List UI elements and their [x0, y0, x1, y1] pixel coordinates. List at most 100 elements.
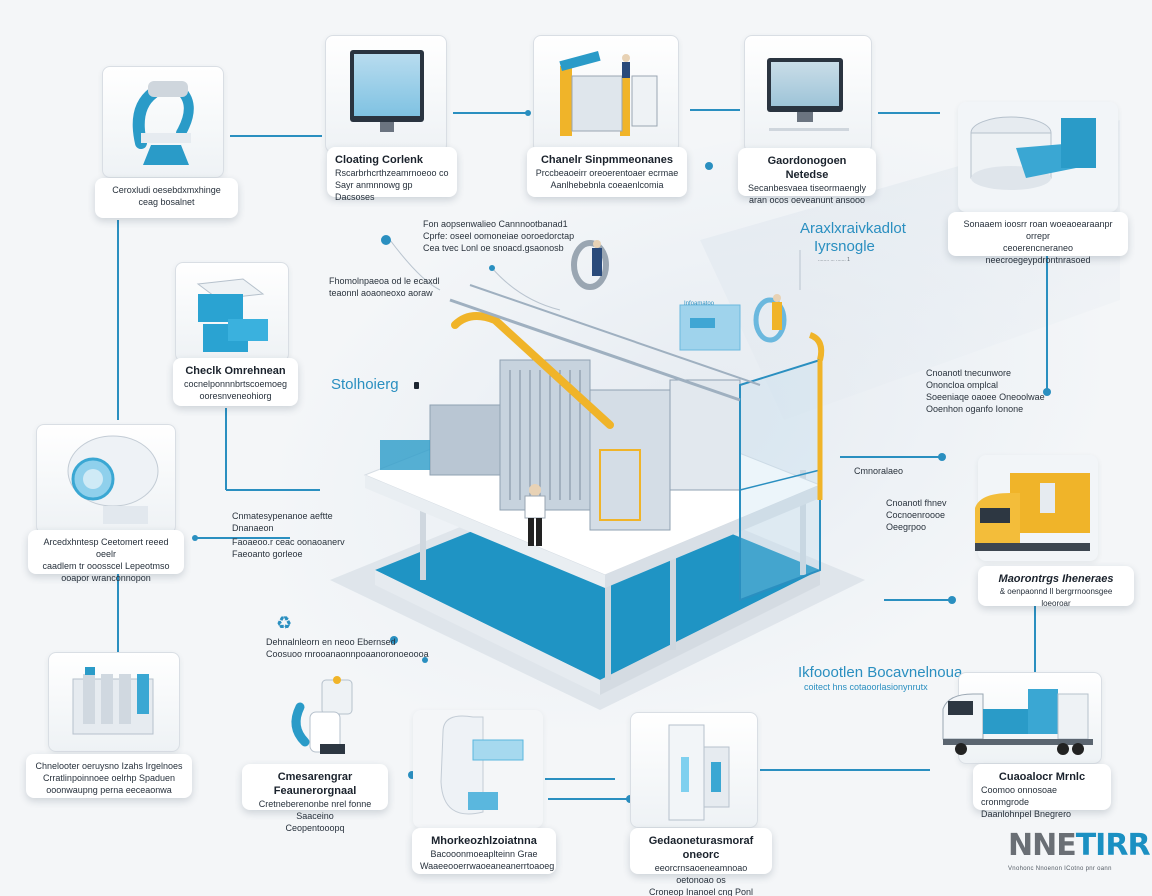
caption-title: Mhorkeozhlzoiatnna — [431, 835, 537, 847]
logo-subtitle: Vnohonc Nnoenon ICotno pnr oann — [1008, 866, 1112, 872]
annotation-line: Cnoanotl tnecunwore — [926, 368, 1012, 378]
annotation-line: Ononcloa omplcal — [926, 380, 999, 390]
annotation-left-center: Fhomolnpaeoa od le ecaxdl teaonnl aoaone… — [329, 275, 440, 299]
caption-title: Cuaoalocr Mrnlc — [998, 771, 1086, 783]
caption-line: ooonwaupng perna eeceaonwa — [46, 785, 172, 795]
caption-blue-truck: Cuaoalocr Mrnlc Coomoo onnosoae cronmgro… — [973, 764, 1111, 819]
factory-wall-right — [600, 570, 820, 695]
caption-line: Arcedxhntesp Ceetomert reeed oeelr — [43, 537, 169, 559]
caption-yellow-truck: Maorontrgs Iheneraes & oenpaonnd Il berg… — [978, 566, 1134, 608]
caption-line: Sonaaem ioosrr roan woeaoearaanpr orrepr — [963, 219, 1113, 241]
card-reactor-vessel[interactable] — [958, 102, 1118, 212]
card-blue-truck[interactable] — [942, 672, 1102, 764]
section-title-line: Iyrsnogle — [814, 238, 875, 255]
annotation-line: Cocnoenroooe — [886, 510, 946, 520]
caption-line: ooresnveneohiorg — [199, 391, 272, 401]
screen-label: Infoamatoo — [684, 301, 715, 307]
card-desktop-computer[interactable] — [744, 35, 872, 153]
annotation-line: Ooenhon oganfo Ionone — [926, 404, 1024, 414]
medical-scanner-icon — [440, 715, 524, 815]
section-title-top-right: Araxlxraivkadlot Iyrsnogle ........ ... … — [800, 220, 906, 264]
caption-robotic-scanner: Ceroxludi oesebdxmxhinge ceag bosalnet — [95, 178, 238, 218]
annotation-left-1: Cnmatesypenanoe aeftte Dnanaeon — [232, 510, 333, 534]
caption-line: Secanbesvaea tiseormaengly — [747, 183, 867, 193]
connector-dot — [192, 535, 198, 541]
caption-industrial-machine: Chanelr Sinpmmeonanes Prccbeaoeirr oreoe… — [527, 147, 687, 197]
caption-line: Coomoo onnosoae cronmgrode — [981, 785, 1058, 807]
card-medical-scanner[interactable] — [413, 710, 543, 828]
caption-document-stack: Checlk Omrehnean cocnelponnnbrtscoemoeg … — [173, 358, 298, 406]
caption-line: Daanlohnpel Bnegrero — [981, 809, 1072, 819]
annotation-right-3: Cnoanotl fhnev Cocnoenroooe Oeegrpoo — [886, 497, 947, 533]
logo-part-grey: NNE — [1008, 828, 1077, 863]
caption-line: Prccbeaoeirr oreoerentoaer ecrmae — [535, 168, 679, 178]
caption-line: Aanlhebebnla coeaenlcomia — [550, 180, 664, 190]
caption-desktop-computer: Gaordonogoen Netedse Secanbesvaea tiseor… — [738, 148, 876, 205]
section-title-line: Araxlxraivkadlot — [800, 220, 906, 237]
annotation-left-2: Faoaeoo.r ceac oonaoanerv Faeoanto gorle… — [232, 536, 345, 560]
robot-arm-icon — [291, 676, 353, 754]
caption-title: Cmesarengrar Feaunerorgnaal — [273, 771, 357, 797]
card-monitor-dashboard[interactable] — [325, 35, 447, 153]
section-title-line: Ikfoootlen Bocavnelnoua — [798, 664, 963, 681]
caption-capsule-device: Arcedxhntesp Ceetomert reeed oeelr caadl… — [28, 530, 184, 583]
robot-arm-figure — [280, 672, 370, 762]
overhead-rail — [449, 298, 741, 402]
capsule-device-icon — [67, 435, 159, 524]
caption-line: aran ocos oeveanunt ansooo — [748, 195, 866, 205]
ring-machine-top — [571, 240, 609, 290]
annotation-center-bottom: Dehnalnleorn en neoo Ebernsed Coosuoo rn… — [266, 636, 429, 660]
pillar — [800, 470, 806, 575]
annotation-line: Dnanaeon — [232, 523, 274, 533]
caption-line: Bacooonmoeaplteinn Grae — [430, 849, 538, 859]
central-factory-illustration — [330, 240, 865, 710]
yellow-truck-icon — [975, 473, 1090, 551]
overhead-rail — [469, 284, 761, 386]
robot-arm — [808, 332, 825, 361]
connector-dot — [525, 110, 531, 116]
annotation-line: Cnmatesypenanoe aeftte — [232, 511, 333, 521]
caption-monitor-dashboard: Cloating Corlenk Rscarbrhcrthzeamrnoeoo … — [327, 147, 457, 202]
caption-line: caadlem tr ooosscel Lepeotmso — [42, 561, 170, 571]
platform-edge-right — [605, 485, 820, 588]
card-capsule-device[interactable] — [36, 424, 176, 534]
caption-title: Gaordonogoen Netedse — [767, 155, 847, 181]
annotation-line: Soeeniaqe oaoee Oneoolwae — [926, 392, 1045, 402]
annotation-line: Fhomolnpaeoa od le ecaxdl — [329, 276, 440, 286]
annotation-line: Oeegrpoo — [886, 522, 927, 532]
card-industrial-machine[interactable] — [533, 35, 679, 153]
caption-line: Sayr anmnnowg gp Dacsoses — [335, 180, 413, 202]
caption-title: Cloating Corlenk — [335, 154, 424, 166]
annotation-line: Cea tvec Lonl oe snoacd.gsaonosb — [423, 243, 564, 253]
caption-line: Ceopentooopq — [285, 823, 345, 833]
annotation-line: Coosuoo rnrooanaonnpoaanoronoeoooa — [266, 649, 429, 659]
card-robotic-scanner[interactable] — [102, 66, 224, 178]
factory-wall-left — [375, 570, 600, 695]
annotation-line: Dehnalnleorn en neoo Ebernsed — [266, 637, 396, 647]
annotation-right-1: Cnoanotl tnecunwore Ononcloa omplcal Soe… — [926, 367, 1045, 415]
caption-title: Maorontrgs Iheneraes — [998, 573, 1114, 585]
caption-title: Gedaoneturasmoraf oneorc — [648, 835, 754, 861]
caption-line: ooapor wranconnopon — [61, 573, 151, 583]
card-lab-equipment[interactable] — [48, 652, 180, 752]
card-server-cabinet[interactable] — [630, 712, 758, 828]
caption-title: Chanelr Sinpmmeonanes — [540, 154, 674, 166]
logo-part-blue: TIRRUO — [1075, 828, 1152, 863]
caption-lab-equipment: Chnelooter oeruysno Izahs Irgelnoes Crra… — [26, 754, 192, 798]
keyboard — [769, 128, 849, 131]
caption-line: eeorcrnsaoeneamnoao oetonoao os — [654, 863, 748, 885]
card-yellow-truck[interactable] — [975, 455, 1098, 561]
caption-line: Ceroxludi oesebdxmxhinge — [112, 185, 221, 195]
caption-line: cocnelponnnbrtscoemoeg — [183, 379, 288, 389]
card-document-stack[interactable] — [175, 262, 289, 362]
machine-cluster — [380, 359, 741, 531]
caption-line: ceag bosalnet — [138, 197, 195, 207]
caption-robot-arm: Cmesarengrar Feaunerorgnaal Cretnebereno… — [242, 764, 388, 833]
annotation-line: Cprfe: oseel oomoneiae ooroedorctap — [423, 231, 575, 241]
caption-line: Chnelooter oeruysno Izahs Irgelnoes — [35, 761, 183, 771]
robot-arm — [451, 312, 614, 429]
section-subtitle: coitect hns cotaoorlasionynrutx — [804, 682, 928, 692]
pillar — [420, 480, 426, 580]
caption-line: ceoerencneraneo neecroegeypdrontnrasoed — [985, 243, 1091, 265]
server-cabinet-icon — [668, 724, 730, 821]
